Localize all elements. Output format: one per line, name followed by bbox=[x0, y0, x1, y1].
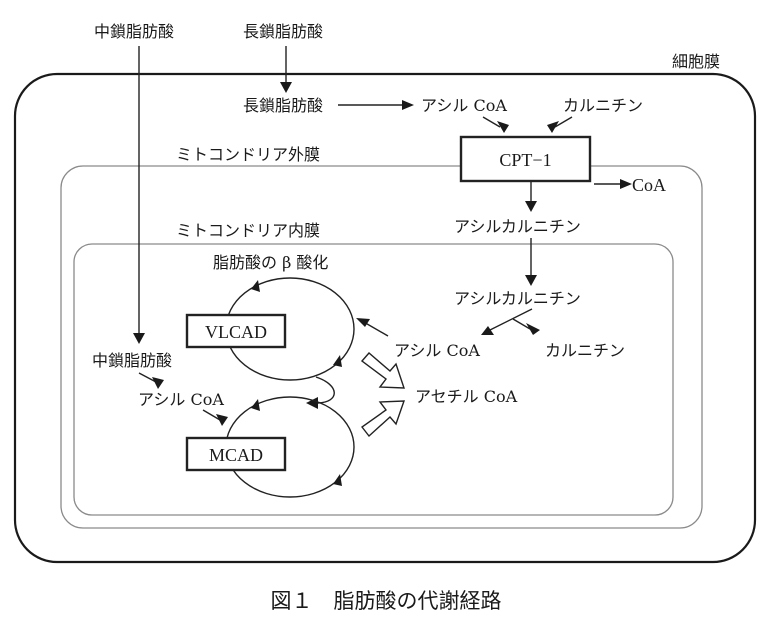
vlcad-to-mcad-connector bbox=[315, 376, 335, 404]
mcad-cycle-arrowhead-bottom bbox=[333, 474, 342, 486]
carnitine-matrix: カルニチン bbox=[545, 341, 625, 360]
long-chain-fa-outside: 長鎖脂肪酸 bbox=[243, 22, 323, 41]
split-carnitine-arrowhead bbox=[526, 323, 540, 335]
vlcad-cycle-arrowhead-bottom bbox=[333, 355, 342, 367]
acylcarnitine-matrix: アシルカルニチン bbox=[454, 289, 581, 308]
cell-membrane bbox=[13, 72, 757, 564]
long-chain-fa-cytosol: 長鎖脂肪酸 bbox=[243, 96, 323, 115]
acetylcoa-hollow-arrow-lower bbox=[360, 400, 405, 438]
cpt1-enzyme-box bbox=[459, 135, 592, 183]
medium-chain-fa-matrix: 中鎖脂肪酸 bbox=[92, 351, 172, 370]
acylcarnitine-transport-arrowhead bbox=[525, 275, 537, 286]
coa-released: CoA bbox=[632, 175, 666, 195]
acylcarnitine-intermembrane: アシルカルニチン bbox=[454, 217, 581, 236]
mcad-enzyme-box bbox=[185, 436, 287, 472]
medium-chain-fa-outside: 中鎖脂肪酸 bbox=[94, 22, 174, 41]
cpt1-to-acylcarnitine-arrowhead bbox=[525, 201, 537, 212]
cpt1-label: CPT−1 bbox=[499, 150, 551, 170]
split-stem-line bbox=[487, 308, 533, 332]
cell-membrane-label: 細胞膜 bbox=[672, 52, 720, 71]
mito-outer-membrane-label: ミトコンドリア外膜 bbox=[176, 145, 320, 164]
acylcoa-to-cpt1-arrowhead bbox=[497, 121, 509, 133]
mito-inner-membrane-label: ミトコンドリア内膜 bbox=[176, 221, 320, 240]
split-carnitine-line bbox=[512, 318, 531, 330]
figure-caption: 図１ 脂肪酸の代謝経路 bbox=[271, 589, 502, 613]
acylcoa-to-vlcad-arrowhead bbox=[356, 318, 370, 327]
beta-oxidation-label: 脂肪酸の β 酸化 bbox=[213, 253, 328, 272]
vlcad-label: VLCAD bbox=[205, 322, 267, 342]
mc-acyl-coa-matrix: アシル CoA bbox=[138, 390, 224, 409]
mcad-cycle-arrowhead-top bbox=[251, 399, 260, 411]
carnitine-cytosol: カルニチン bbox=[563, 96, 643, 115]
vlcad-to-mcad-arrowhead bbox=[306, 397, 318, 409]
mito-outer-membrane bbox=[60, 165, 703, 529]
long-chain-fa-arrowhead bbox=[280, 82, 292, 93]
carnitine-to-cpt1-line bbox=[554, 116, 573, 128]
vlcad-cycle-arrowhead-top bbox=[251, 280, 260, 292]
mcfa-to-acylcoa-line bbox=[138, 372, 157, 383]
mcfa-to-acylcoa-arrowhead bbox=[152, 377, 164, 389]
acylcoa-to-mcad-arrowhead bbox=[216, 414, 228, 426]
medium-chain-fa-arrowhead bbox=[133, 333, 145, 344]
acylcoa-to-cpt1-line bbox=[482, 116, 501, 128]
acyl-coa-cytosol: アシル CoA bbox=[421, 96, 507, 115]
split-acylcoa-arrowhead bbox=[481, 326, 494, 335]
acyl-coa-matrix: アシル CoA bbox=[394, 341, 480, 360]
acetylcoa-hollow-arrow-upper bbox=[360, 352, 405, 389]
cpt1-to-coa-arrowhead bbox=[620, 179, 632, 189]
lcfa-to-acylcoa-arrowhead bbox=[402, 100, 414, 110]
acylcoa-to-mcad-line bbox=[202, 409, 221, 421]
vlcad-enzyme-box bbox=[185, 313, 287, 349]
acetyl-coa: アセチル CoA bbox=[415, 387, 518, 406]
mito-inner-membrane bbox=[73, 243, 674, 516]
carnitine-to-cpt1-arrowhead bbox=[547, 121, 559, 133]
mcad-label: MCAD bbox=[209, 445, 263, 465]
